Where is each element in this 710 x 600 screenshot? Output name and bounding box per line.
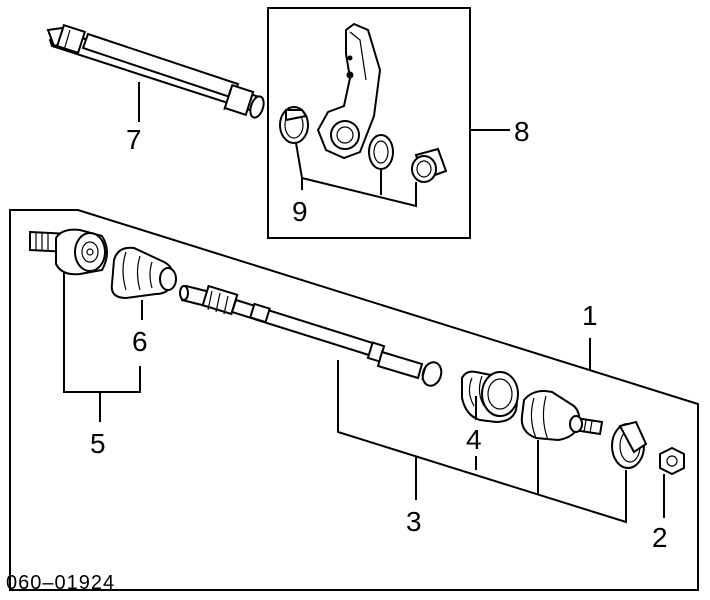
intermediate-shaft-part-7: [48, 25, 266, 119]
inner-cv-joint: [522, 391, 602, 440]
bearing-ring-right: [412, 149, 446, 182]
bracket-part-8: [318, 24, 380, 158]
callout-2: 2: [652, 522, 668, 553]
diagram-part-number: 060–01924: [6, 572, 116, 594]
outer-cv-joint-part-5: [30, 230, 107, 275]
callout-6: 6: [132, 326, 148, 357]
inner-boot-part-4: [462, 372, 518, 422]
callout-8: 8: [514, 116, 530, 147]
outer-boot-part-6: [112, 248, 176, 298]
callout-7: 7: [126, 124, 142, 155]
callout-3: 3: [406, 506, 422, 537]
leader-lines: [64, 272, 664, 522]
clamp-ring: [612, 422, 646, 468]
callout-9: 9: [292, 196, 308, 227]
callout-1: 1: [582, 300, 598, 331]
nut-part-2: [660, 448, 684, 474]
callout-5: 5: [90, 428, 106, 459]
bearing-ring-middle: [369, 135, 393, 169]
drive-shaft: [180, 286, 444, 388]
main-assembly-frame: [10, 210, 698, 590]
bearing-ring-left: [280, 107, 308, 143]
leader-lines-9: [296, 143, 416, 206]
callout-4: 4: [466, 424, 482, 455]
inset-box: [268, 8, 470, 238]
